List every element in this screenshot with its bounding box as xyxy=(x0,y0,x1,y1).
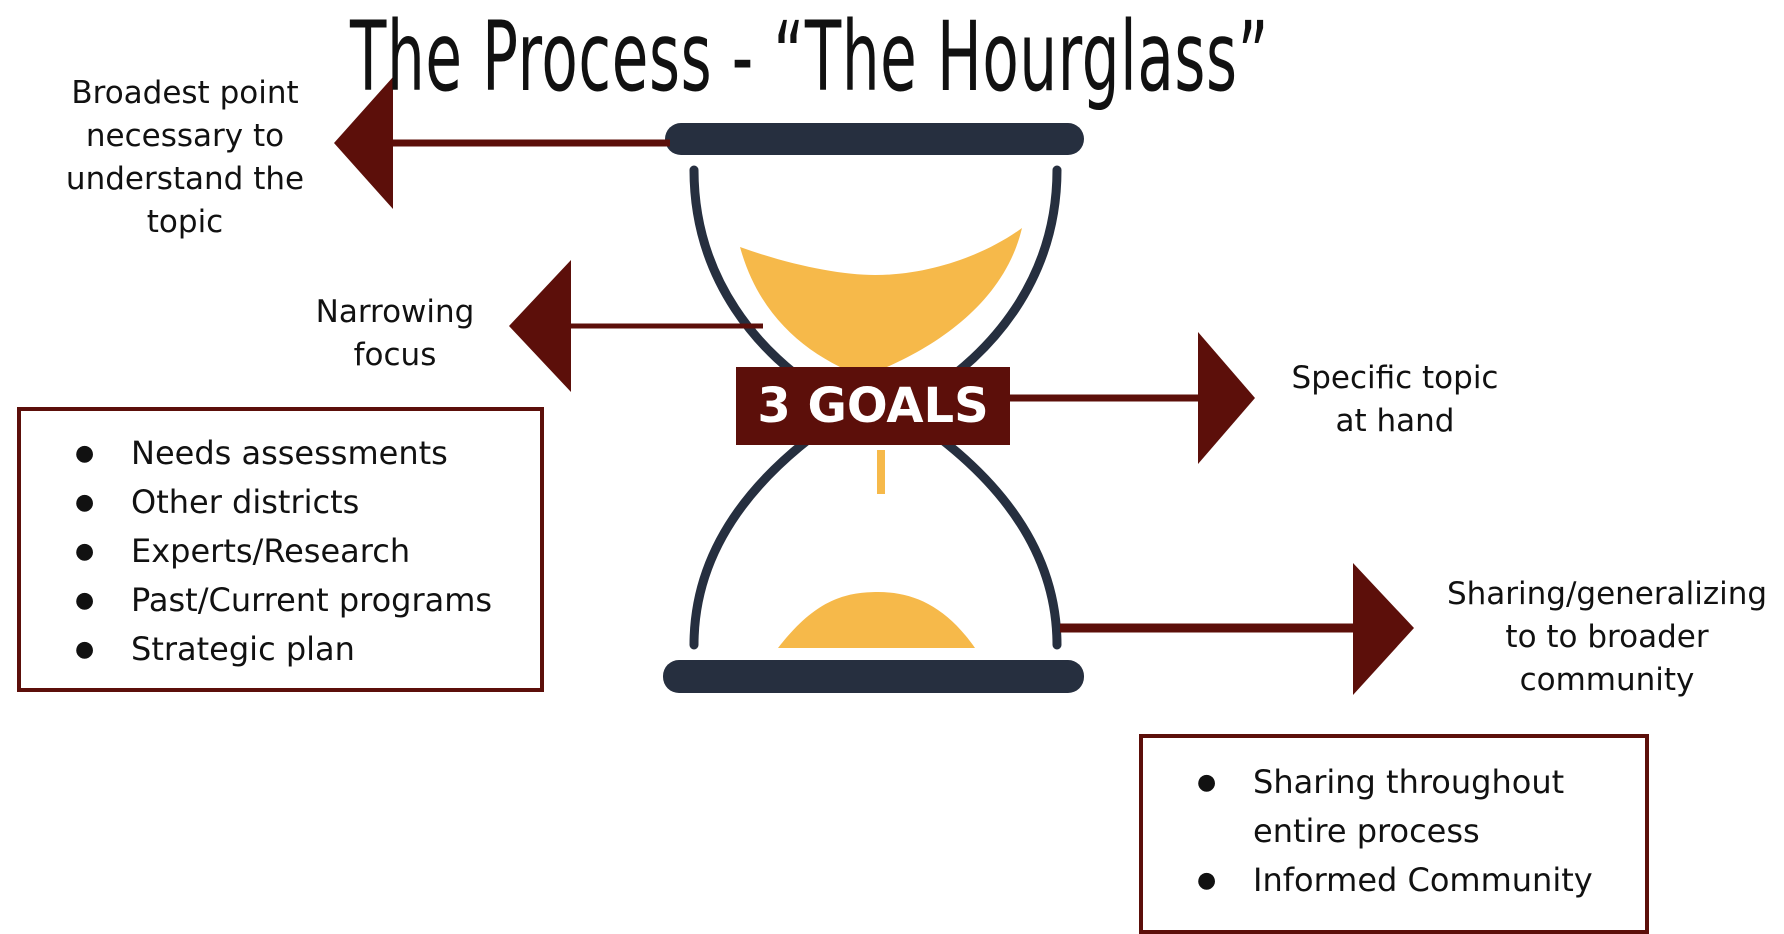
list-item-label: Past/Current programs xyxy=(131,581,493,619)
label-sharing: Sharing/generalizing to to broader commu… xyxy=(1432,573,1782,702)
list-item: ● Informed Community xyxy=(1197,856,1645,905)
goals-badge: 3 GOALS xyxy=(736,367,1010,445)
hourglass-sand-top xyxy=(740,228,1022,380)
bullet-icon: ● xyxy=(1197,770,1217,795)
list-item-label: Sharing throughout xyxy=(1253,763,1565,801)
label-sharing-line-2: to to broader xyxy=(1505,619,1709,655)
label-narrowing-line-1: Narrowing xyxy=(315,294,475,330)
list-item-label: Needs assessments xyxy=(131,434,448,472)
list-item: ● Strategic plan xyxy=(75,625,540,674)
arrow-left-broadest xyxy=(334,77,393,209)
bullet-icon: ● xyxy=(75,441,95,466)
list-item: ● Sharing throughout xyxy=(1197,758,1645,807)
label-narrowing-line-2: focus xyxy=(353,337,437,373)
list-item-label: Experts/Research xyxy=(131,532,411,570)
bullet-icon: ● xyxy=(75,637,95,662)
hourglass-diagram xyxy=(334,77,1414,695)
hourglass-sand-stream xyxy=(877,450,885,494)
label-sharing-line-1: Sharing/generalizing xyxy=(1446,576,1768,612)
list-item-continuation: entire process xyxy=(1253,807,1645,856)
arrow-left-narrowing xyxy=(509,260,571,392)
list-item-label: Other districts xyxy=(131,483,360,521)
arrow-right-sharing xyxy=(1353,563,1414,695)
label-specific: Specific topic at hand xyxy=(1265,357,1525,443)
list-item-label: Strategic plan xyxy=(131,630,355,668)
label-broadest-line-2: necessary to xyxy=(85,118,285,154)
list-item-label: entire process xyxy=(1253,812,1480,850)
label-specific-line-1: Specific topic xyxy=(1291,360,1499,396)
bullet-icon: ● xyxy=(75,490,95,515)
bullet-icon: ● xyxy=(1197,868,1217,893)
hourglass-bottom-cap xyxy=(663,660,1084,693)
label-narrowing: Narrowing focus xyxy=(290,291,500,377)
label-broadest-line-3: understand the xyxy=(65,161,305,197)
label-broadest-line-4: topic xyxy=(146,204,224,240)
page-title: The Process - “The Hourglass” xyxy=(350,1,1270,113)
bullet-icon: ● xyxy=(75,588,95,613)
sources-list: ● Needs assessments ● Other districts ● Exp… xyxy=(75,429,540,674)
list-item: ● Needs assessments xyxy=(75,429,540,478)
label-broadest: Broadest point necessary to understand t… xyxy=(40,72,330,244)
bullet-icon: ● xyxy=(75,539,95,564)
arrow-right-specific xyxy=(1198,332,1255,464)
label-broadest-line-1: Broadest point xyxy=(71,75,299,111)
label-specific-line-2: at hand xyxy=(1335,403,1455,439)
sources-box: ● Needs assessments ● Other districts ● Exp… xyxy=(17,407,544,692)
list-item: ● Experts/Research xyxy=(75,527,540,576)
list-item-label: Informed Community xyxy=(1253,861,1593,899)
list-item: ● Other districts xyxy=(75,478,540,527)
hourglass-top-cap xyxy=(665,123,1084,155)
list-item: ● Past/Current programs xyxy=(75,576,540,625)
sharing-list: ● Sharing throughout entire process ● Info… xyxy=(1197,758,1645,905)
sharing-box: ● Sharing throughout entire process ● Info… xyxy=(1139,734,1649,934)
label-sharing-line-3: community xyxy=(1519,662,1695,698)
hourglass-sand-bottom xyxy=(778,592,975,648)
